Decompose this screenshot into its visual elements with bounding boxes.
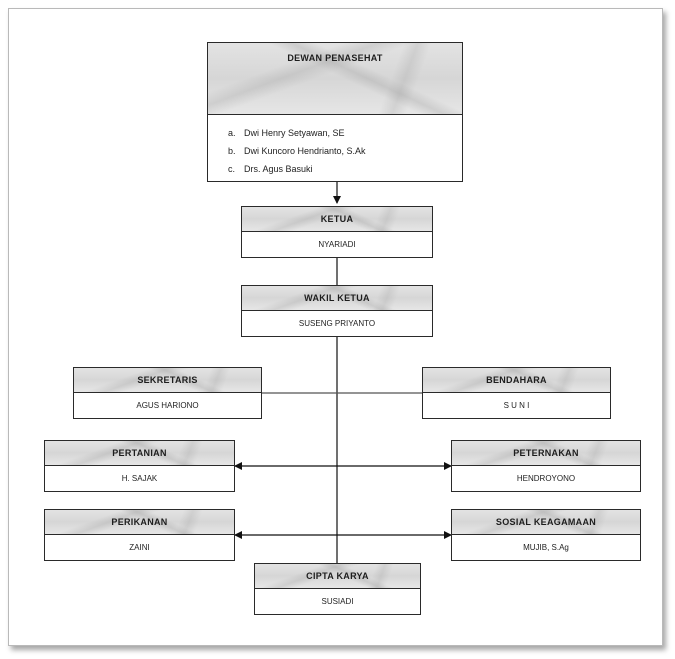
peternakan-title: PETERNAKAN [452,441,640,466]
cipta-karya-box: CIPTA KARYA SUSIADI [254,563,421,615]
sosial-keagamaan-box: SOSIAL KEAGAMAAN MUJIB, S.Ag [451,509,641,561]
bendahara-name: S U N I [503,401,530,410]
sosial-keagamaan-name: MUJIB, S.Ag [523,543,569,552]
ketua-box: KETUA NYARIADI [241,206,433,258]
perikanan-title: PERIKANAN [45,510,234,535]
dewan-member: c. Drs. Agus Basuki [228,160,462,178]
cipta-karya-title: CIPTA KARYA [255,564,420,589]
peternakan-name: HENDROYONO [516,474,576,483]
member-name: Dwi Henry Setyawan, SE [244,128,345,138]
bendahara-box: BENDAHARA S U N I [422,367,611,419]
sekretaris-title: SEKRETARIS [74,368,261,393]
wakil-ketua-name: SUSENG PRIYANTO [298,319,376,328]
dewan-penasehat-title: DEWAN PENASEHAT [208,43,462,115]
member-marker: a. [228,128,236,138]
sekretaris-box: SEKRETARIS AGUS HARIONO [73,367,262,419]
sekretaris-name: AGUS HARIONO [136,401,199,410]
member-name: Dwi Kuncoro Hendrianto, S.Ak [244,146,366,156]
pertanian-box: PERTANIAN H. SAJAK [44,440,235,492]
dewan-penasehat-members: a. Dwi Henry Setyawan, SE b. Dwi Kuncoro H… [208,115,462,178]
pertanian-title: PERTANIAN [45,441,234,466]
cipta-karya-name: SUSIADI [321,597,354,606]
ketua-name: NYARIADI [318,240,356,249]
wakil-ketua-box: WAKIL KETUA SUSENG PRIYANTO [241,285,433,337]
ketua-title: KETUA [242,207,432,232]
perikanan-name: ZAINI [129,543,150,552]
member-marker: c. [228,164,236,174]
dewan-penasehat-box: DEWAN PENASEHAT a. Dwi Henry Setyawan, SE… [207,42,463,182]
member-name: Drs. Agus Basuki [244,164,313,174]
peternakan-box: PETERNAKAN HENDROYONO [451,440,641,492]
sosial-keagamaan-title: SOSIAL KEAGAMAAN [452,510,640,535]
bendahara-title: BENDAHARA [423,368,610,393]
dewan-member: a. Dwi Henry Setyawan, SE [228,124,462,142]
member-marker: b. [228,146,236,156]
wakil-ketua-title: WAKIL KETUA [242,286,432,311]
dewan-member: b. Dwi Kuncoro Hendrianto, S.Ak [228,142,462,160]
pertanian-name: H. SAJAK [121,474,158,483]
perikanan-box: PERIKANAN ZAINI [44,509,235,561]
